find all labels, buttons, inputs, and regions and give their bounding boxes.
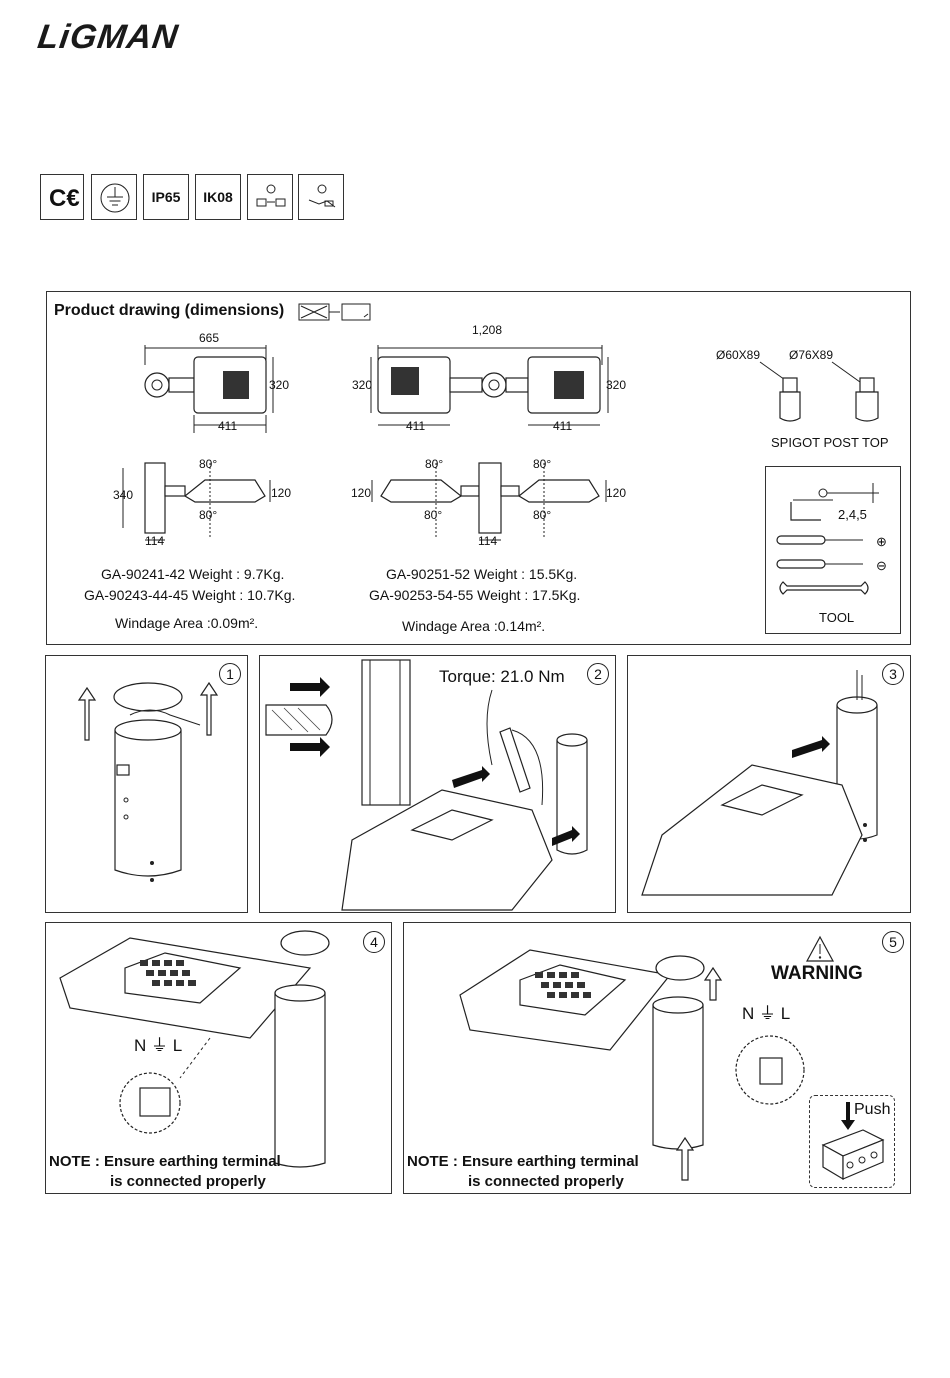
double-body-width-right: 411 xyxy=(553,419,573,433)
step-5-note-line1: NOTE : Ensure earthing terminal xyxy=(407,1153,639,1170)
step-1-illustration xyxy=(77,681,219,882)
single-side-height: 340 xyxy=(113,488,134,502)
step-2-illustration xyxy=(265,659,588,911)
single-height: 320 xyxy=(269,378,290,392)
tool-caption: TOOL xyxy=(819,610,855,625)
double-tilt-down-right: 80° xyxy=(533,508,552,522)
double-tilt-up-left: 80° xyxy=(425,457,444,471)
step-5-terminals: N ⏚ L xyxy=(742,1004,791,1023)
drawing-title: Product drawing (dimensions) xyxy=(54,302,285,319)
push-terminal-illustration xyxy=(821,1102,885,1181)
step-3-illustration xyxy=(641,670,878,896)
warning-label: WARNING xyxy=(771,963,863,984)
product-drawing-panel xyxy=(46,291,911,645)
double-width-total: 1,208 xyxy=(472,323,503,337)
spigot-caption: SPIGOT POST TOP xyxy=(771,435,889,450)
torque-label: Torque: 21.0 Nm xyxy=(439,667,565,686)
single-spigot-offset: 114 xyxy=(145,534,165,548)
flat-head-icon: ⊖ xyxy=(876,558,887,573)
single-tilt-up: 80° xyxy=(199,457,218,471)
spigot-size-a: Ø60X89 xyxy=(716,348,761,362)
step-2-panel xyxy=(259,655,616,913)
step-4-illustration xyxy=(59,930,330,1168)
svg-text:C€: C€ xyxy=(49,185,80,212)
single-top-view xyxy=(144,345,274,433)
double-model-line1: GA-90251-52 Weight : 15.5Kg. xyxy=(386,566,578,582)
double-side-view xyxy=(371,462,607,541)
double-body-width-left: 411 xyxy=(406,419,426,433)
hex-key-sizes: 2,4,5 xyxy=(838,507,867,522)
step-3-number: 3 xyxy=(882,663,904,685)
tool-drawing xyxy=(776,483,879,595)
ip65-badge: IP65 xyxy=(143,174,189,220)
single-windage: Windage Area :0.09m². xyxy=(115,615,259,631)
step-5-panel xyxy=(403,922,911,1194)
double-side-right: 120 xyxy=(606,486,627,500)
push-detail-panel xyxy=(809,1095,895,1188)
step-1-number: 1 xyxy=(219,663,241,685)
step-4-terminals: N ⏚ L xyxy=(134,1036,183,1055)
phillips-icon: ⊕ xyxy=(876,534,887,549)
mount-type-icon xyxy=(298,303,371,321)
step-5-note-line2: is connected properly xyxy=(468,1173,624,1190)
step-5-illustration xyxy=(459,949,805,1181)
double-height-right: 320 xyxy=(606,378,627,392)
double-height-left: 320 xyxy=(352,378,373,392)
ce-mark-icon: C€ xyxy=(40,174,84,220)
double-top-view xyxy=(370,345,609,426)
step-2-number: 2 xyxy=(587,663,609,685)
single-body-width: 411 xyxy=(218,419,238,433)
push-label: Push xyxy=(854,1101,891,1118)
earth-ground-icon xyxy=(91,174,137,220)
spigot-size-b: Ø76X89 xyxy=(789,348,834,362)
single-model-line2: GA-90243-44-45 Weight : 10.7Kg. xyxy=(84,587,296,603)
double-tilt-up-right: 80° xyxy=(533,457,552,471)
double-model-line2: GA-90253-54-55 Weight : 17.5Kg. xyxy=(369,587,581,603)
step-4-panel xyxy=(45,922,392,1194)
double-side-left: 120 xyxy=(351,486,372,500)
step-1-panel xyxy=(45,655,248,913)
step-4-note-line1: NOTE : Ensure earthing terminal xyxy=(49,1153,281,1170)
step-3-panel xyxy=(627,655,911,913)
spigot-drawing xyxy=(759,361,879,422)
warning-icon xyxy=(805,935,835,962)
single-model-line1: GA-90241-42 Weight : 9.7Kg. xyxy=(101,566,285,582)
single-width-total: 665 xyxy=(199,331,220,345)
step-5-number: 5 xyxy=(882,931,904,953)
ik08-badge: IK08 xyxy=(195,174,241,220)
side-mount-icon xyxy=(298,174,344,220)
mounting-options-icon xyxy=(247,174,293,220)
brand-logo: LiGMAN xyxy=(35,18,181,56)
step-4-note-line2: is connected properly xyxy=(110,1173,266,1190)
single-side-view xyxy=(122,462,271,541)
double-windage: Windage Area :0.14m². xyxy=(402,618,546,634)
step-4-number: 4 xyxy=(363,931,385,953)
tool-panel xyxy=(765,466,901,634)
single-side-depth: 120 xyxy=(271,486,292,500)
double-tilt-down-left: 80° xyxy=(424,508,443,522)
single-tilt-down: 80° xyxy=(199,508,218,522)
double-spigot-offset: 114 xyxy=(478,534,498,548)
